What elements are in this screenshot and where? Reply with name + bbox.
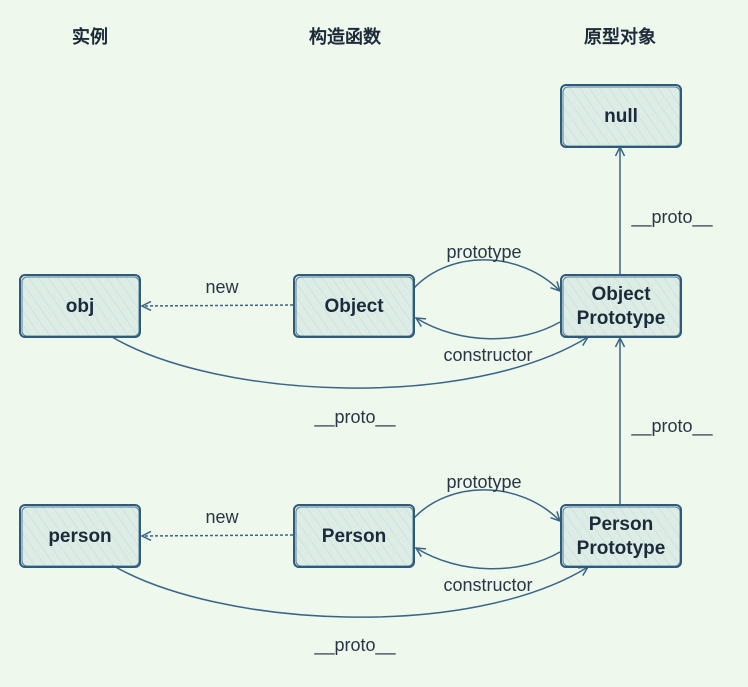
node-person-instance-label: person xyxy=(48,526,111,547)
node-obj: obj xyxy=(19,274,141,338)
column-header-constructor: 构造函数 xyxy=(309,26,382,48)
node-obj-label: obj xyxy=(66,296,95,317)
node-object-prototype-line1: Object xyxy=(591,284,651,305)
edge-label-new-obj: new xyxy=(205,277,239,297)
edge-label-proto-obj: __proto__ xyxy=(313,407,396,428)
column-header-instance: 实例 xyxy=(72,26,108,48)
node-object-label: Object xyxy=(324,296,384,317)
edge-label-prototype-object: prototype xyxy=(446,242,521,262)
edge-objproto-constructor xyxy=(414,317,561,340)
edge-person-proto xyxy=(111,564,590,618)
edge-label-proto-objproto-null: __proto__ xyxy=(630,207,713,228)
node-null: null xyxy=(560,84,682,148)
edge-obj-proto xyxy=(111,336,590,389)
node-null-label: null xyxy=(604,106,638,127)
node-person-instance: person xyxy=(19,504,141,568)
edge-person-prototype xyxy=(413,489,562,523)
edge-object-new-obj xyxy=(140,300,294,312)
node-person-prototype-line1: Person xyxy=(589,514,653,535)
node-object-prototype-line2: Prototype xyxy=(577,308,666,329)
node-person-prototype: Person Prototype xyxy=(560,504,682,568)
edge-label-prototype-person: prototype xyxy=(446,472,521,492)
node-person-prototype-line2: Prototype xyxy=(577,538,666,559)
edge-object-prototype xyxy=(413,259,562,293)
node-object: Object xyxy=(293,274,415,338)
edge-label-new-person: new xyxy=(205,507,239,527)
edge-person-new-person xyxy=(140,530,294,542)
node-person-constructor-label: Person xyxy=(322,526,386,547)
edge-label-proto-person: __proto__ xyxy=(313,635,396,656)
node-object-prototype: Object Prototype xyxy=(560,274,682,338)
edge-label-constructor-object: constructor xyxy=(443,345,532,365)
node-person-constructor: Person xyxy=(293,504,415,568)
column-header-prototype: 原型对象 xyxy=(584,26,656,48)
edge-label-constructor-person: constructor xyxy=(443,575,532,595)
edge-label-proto-personproto-objproto: __proto__ xyxy=(630,416,713,437)
edge-personproto-constructor xyxy=(414,547,561,570)
